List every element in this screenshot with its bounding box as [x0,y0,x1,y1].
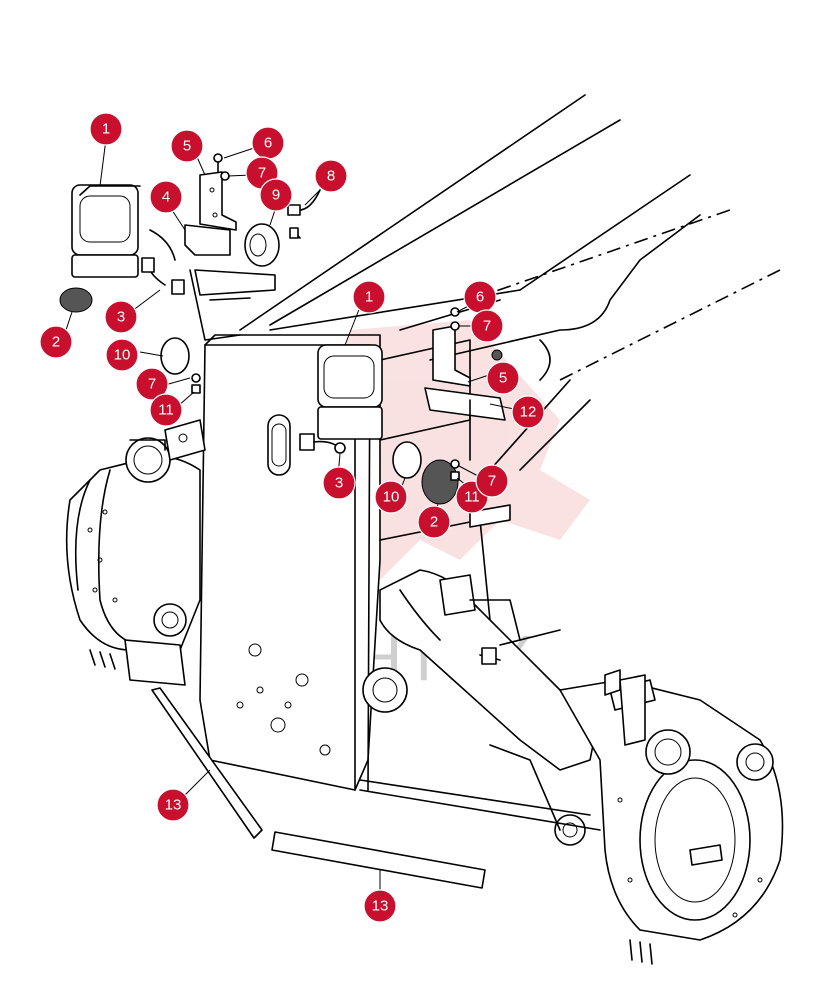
leader-lines [65,138,515,898]
svg-text:5: 5 [183,138,191,155]
svg-text:7: 7 [488,473,496,490]
work-light-left [71,184,141,278]
callout-9: 9 [259,178,293,212]
svg-text:3: 3 [117,309,125,326]
callout-11-left: 11 [149,393,183,427]
callout-2-left: 2 [39,325,73,359]
callout-12: 12 [511,395,545,429]
callout-13-left: 13 [156,788,190,822]
callout-10-center: 10 [374,480,408,514]
gasket-10-right [392,441,422,479]
svg-text:7: 7 [258,165,266,182]
axle-right [359,669,784,965]
svg-text:11: 11 [464,489,480,506]
gasket-10-left [160,337,190,375]
reflector-right [421,459,459,505]
hardware-6-7-left [213,153,230,181]
callout-5-left: 5 [170,129,204,163]
svg-text:1: 1 [365,289,373,306]
svg-text:13: 13 [372,898,389,915]
callout-8: 8 [314,159,348,193]
wiring-connector-8 [287,189,321,239]
svg-text:7: 7 [148,376,156,393]
work-light-right [317,344,383,440]
callout-10-left: 10 [105,338,139,372]
svg-text:12: 12 [520,404,537,421]
callout-6-right: 6 [463,280,497,314]
callout-7-right-bottom: 7 [475,464,509,498]
lift-arm [362,569,601,771]
decal-strip-left [151,687,263,839]
callout-3-left: 3 [104,300,138,334]
svg-text:6: 6 [476,289,484,306]
svg-text:6: 6 [264,135,272,152]
svg-text:7: 7 [483,318,491,335]
hardware-7-11-left [191,373,201,394]
svg-text:10: 10 [383,489,400,506]
svg-text:3: 3 [335,475,343,492]
callout-7-left: 7 [135,367,169,401]
callout-6-left: 6 [251,126,285,160]
svg-text:13: 13 [165,797,182,814]
svg-text:5: 5 [499,370,507,387]
boom-arm [239,94,781,471]
callout-1-center: 1 [352,280,386,314]
axle-left [65,419,206,686]
bracket-left [184,224,276,341]
callout-3-center: 3 [322,466,356,500]
callout-1-top: 1 [89,112,123,146]
wiring-harness-3-right [299,433,346,454]
callout-5-right: 5 [486,361,520,395]
callout-2-center: 2 [417,505,451,539]
callout-4: 4 [149,180,183,214]
svg-text:1: 1 [102,121,110,138]
bracket-12 [424,387,506,461]
svg-text:2: 2 [52,334,60,351]
horn [244,223,280,267]
decal-strip-bottom [271,831,486,889]
reflector-left [59,287,93,313]
wiring-harness-3-left [141,229,185,295]
callout-7-right-top: 7 [470,309,504,343]
callout-13-bottom: 13 [363,889,397,923]
svg-text:2: 2 [430,514,438,531]
svg-text:10: 10 [114,347,131,364]
svg-text:9: 9 [272,187,280,204]
mount-bracket-5-left [199,171,237,231]
svg-text:11: 11 [158,402,174,419]
svg-text:4: 4 [162,189,170,206]
svg-text:8: 8 [327,168,335,185]
